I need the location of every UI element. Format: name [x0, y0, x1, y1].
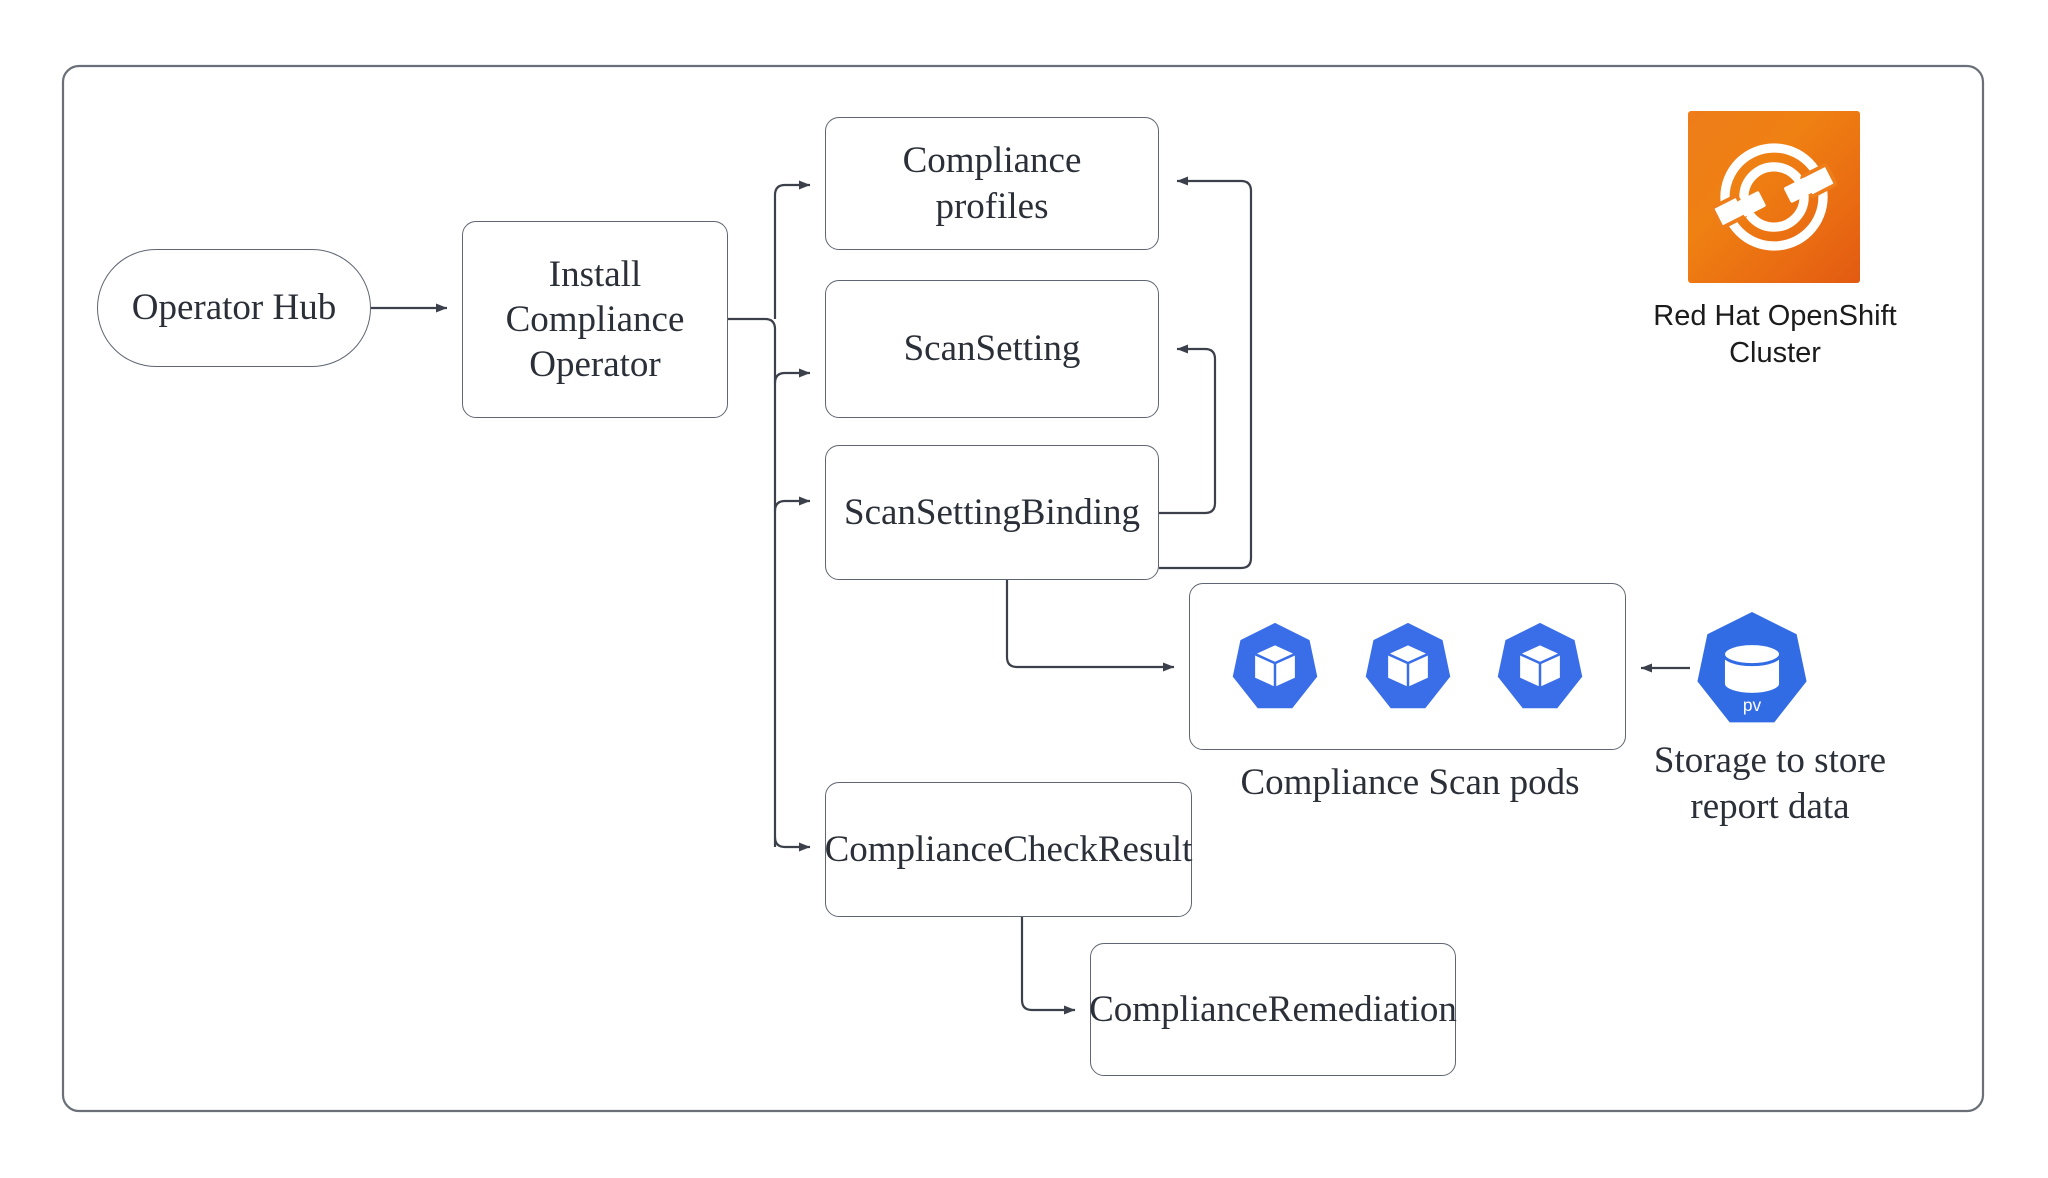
node-operator-hub[interactable]: Operator Hub	[97, 249, 371, 367]
edge-install-to-scansetting	[773, 368, 811, 384]
openshift-logo-icon	[1688, 111, 1860, 283]
node-operator-hub-label: Operator Hub	[131, 287, 337, 329]
cluster-frame	[61, 64, 1985, 1113]
node-install-compliance-operator[interactable]: Install Compliance Operator	[462, 221, 728, 418]
edge-ssb-to-pods	[1005, 580, 1175, 672]
compliance-scan-pods-container[interactable]	[1189, 583, 1626, 750]
kubernetes-pod-icon	[1365, 622, 1450, 708]
edge-ccr-to-remediation	[1020, 917, 1076, 1015]
node-scansettingbinding-label: ScanSettingBinding	[844, 491, 1140, 533]
edge-ssb-to-profiles	[1159, 176, 1253, 570]
persistent-volume-node[interactable]: pv	[1690, 607, 1814, 731]
node-compliancecheckresult-label: ComplianceCheckResult	[824, 828, 1193, 870]
edge-ssb-to-scansetting	[1159, 344, 1217, 515]
node-compliance-profiles-label: Compliance profiles	[902, 140, 1082, 227]
node-compliance-profiles[interactable]: Compliance profiles	[825, 117, 1159, 250]
node-complianceremediation[interactable]: ComplianceRemediation	[1089, 943, 1457, 1076]
openshift-cluster-caption: Red Hat OpenShift Cluster	[1653, 300, 1897, 370]
node-complianceremediation-label: ComplianceRemediation	[1089, 988, 1457, 1030]
node-scansettingbinding[interactable]: ScanSettingBinding	[825, 445, 1159, 580]
node-scansetting[interactable]: ScanSetting	[825, 280, 1159, 418]
node-scansetting-label: ScanSetting	[903, 328, 1081, 370]
pv-badge-label: pv	[1743, 695, 1762, 715]
kubernetes-pod-icon	[1232, 622, 1317, 708]
kubernetes-persistent-volume-icon: pv	[1697, 611, 1807, 723]
edge-install-trunk	[728, 317, 777, 847]
storage-caption: Storage to store report data	[1653, 740, 1887, 828]
compliance-scan-pods-caption: Compliance Scan pods	[1240, 762, 1580, 803]
edge-install-to-profiles	[773, 180, 811, 196]
node-install-compliance-operator-label: Install Compliance Operator	[505, 253, 685, 386]
node-compliancecheckresult[interactable]: ComplianceCheckResult	[825, 782, 1192, 917]
edge-install-to-ccr	[773, 836, 811, 852]
edge-install-to-ssb	[773, 496, 811, 512]
kubernetes-pod-icon	[1498, 622, 1583, 708]
